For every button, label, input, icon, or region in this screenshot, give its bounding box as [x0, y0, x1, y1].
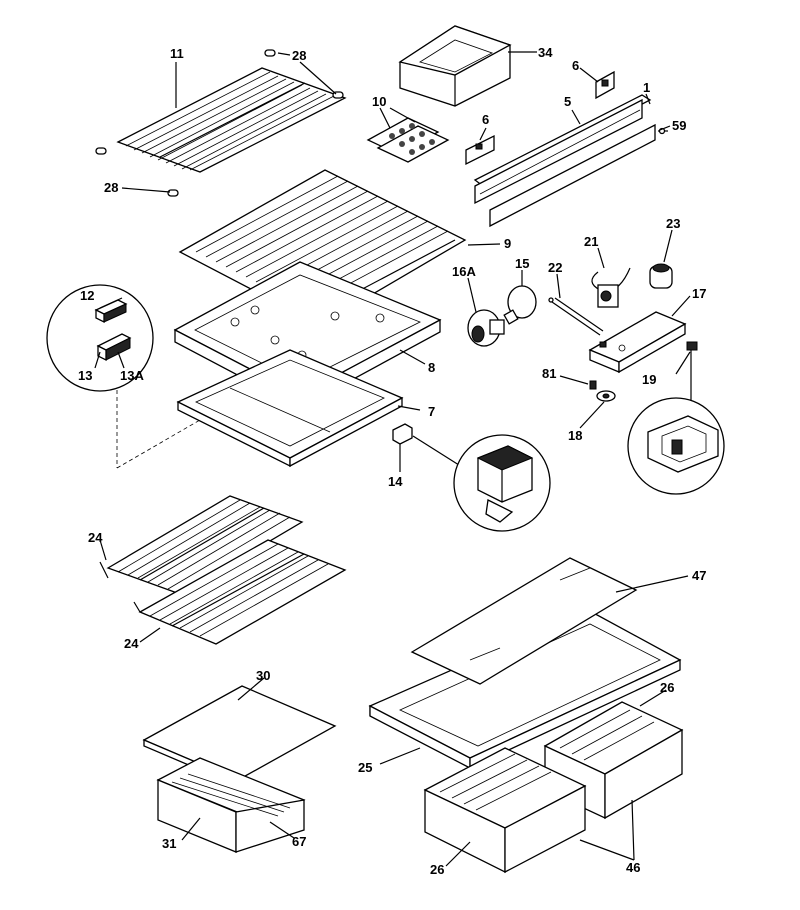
- callout-6: 6: [482, 112, 489, 127]
- callout-30: 30: [256, 668, 270, 683]
- callout-11: 11: [170, 46, 184, 61]
- callout-28: 28: [292, 48, 306, 63]
- callout-13a: 13A: [120, 368, 144, 383]
- callout-31: 31: [162, 836, 176, 851]
- part-14: [392, 423, 413, 472]
- bracket-6-upper: [595, 70, 615, 100]
- callout-13: 13: [78, 368, 92, 383]
- trim-1: [489, 123, 656, 228]
- leader-lines: [94, 51, 691, 867]
- callout-6: 6: [572, 58, 579, 73]
- bracket-6-lower: [465, 134, 495, 166]
- detail-circle-left: [46, 284, 154, 392]
- switch-19: [686, 341, 698, 351]
- callout-24: 24: [88, 530, 103, 545]
- callout-28: 28: [104, 180, 118, 195]
- callout-19: 19: [642, 372, 656, 387]
- shelf-clips-28: [95, 49, 344, 197]
- callout-14: 14: [388, 474, 403, 489]
- callout-59: 59: [672, 118, 686, 133]
- glass-panel-47: [410, 557, 638, 685]
- callout-22: 22: [548, 260, 562, 275]
- frame-25: [368, 609, 682, 770]
- crisper-cover-30: [142, 685, 337, 787]
- callout-26: 26: [660, 680, 674, 695]
- callout-7: 7: [428, 404, 435, 419]
- callout-16a: 16A: [452, 264, 476, 279]
- callout-labels: 11 28 28 34 6 10 6 5 1 59 9 12 13 13A 8 …: [78, 45, 706, 877]
- callout-15: 15: [515, 256, 529, 271]
- callout-34: 34: [538, 45, 553, 60]
- callout-8: 8: [428, 360, 435, 375]
- callout-24: 24: [124, 636, 139, 651]
- part-81: [589, 380, 597, 390]
- callout-5: 5: [564, 94, 571, 109]
- rail-5: [473, 94, 652, 205]
- part-23: [649, 263, 673, 289]
- harness-21: [591, 267, 631, 308]
- callout-18: 18: [568, 428, 582, 443]
- callout-23: 23: [666, 216, 680, 231]
- wire-shelf-11: [116, 67, 347, 173]
- callout-10: 10: [372, 94, 386, 109]
- wire-shelf-24-lower: [133, 539, 347, 645]
- callout-26: 26: [430, 862, 444, 877]
- wire-shelf-24-upper: [99, 495, 304, 595]
- control-box-17: [588, 311, 687, 374]
- ice-bin-34: [398, 25, 512, 107]
- frame-7: [176, 349, 404, 468]
- detail-circle-14: [412, 434, 551, 532]
- callout-21: 21: [584, 234, 598, 249]
- knob-18: [596, 390, 616, 402]
- detail-guide-lines: [116, 390, 201, 469]
- socket-16a: [467, 309, 505, 347]
- callout-17: 17: [692, 286, 706, 301]
- rod-22: [548, 297, 604, 336]
- callout-81: 81: [542, 366, 556, 381]
- egg-trays-10: [366, 117, 450, 163]
- callout-25: 25: [358, 760, 372, 775]
- callout-46: 46: [626, 860, 640, 875]
- callout-9: 9: [504, 236, 511, 251]
- bulb-15: [503, 285, 537, 325]
- callout-67: 67: [292, 834, 306, 849]
- detail-circle-19: [627, 350, 725, 495]
- callout-47: 47: [692, 568, 706, 583]
- callout-12: 12: [80, 288, 94, 303]
- crisper-drawer-31: [156, 757, 306, 853]
- callout-1: 1: [643, 80, 650, 95]
- pan-26-left: [423, 747, 587, 874]
